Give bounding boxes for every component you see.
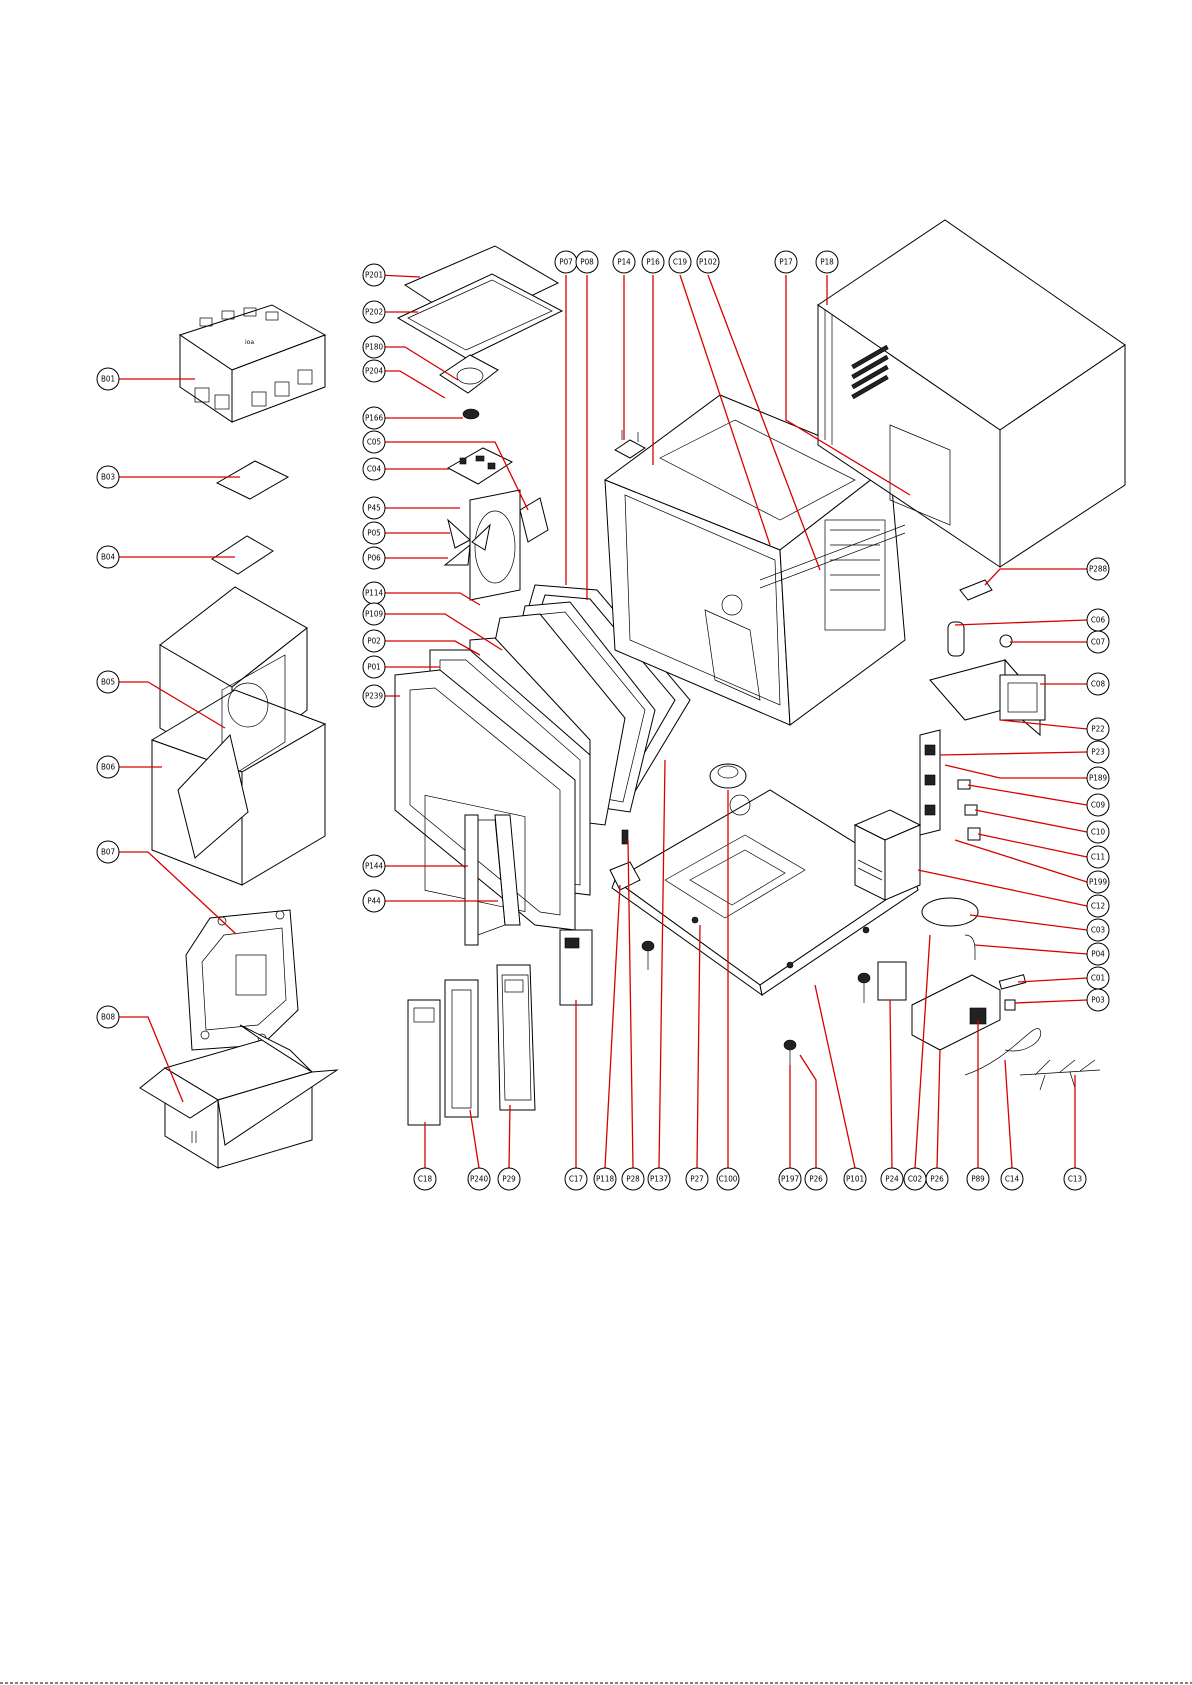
callout-label: P02 <box>367 637 381 646</box>
callout-label: P14 <box>617 258 631 267</box>
callout-label: P180 <box>365 343 383 352</box>
callout-label: P16 <box>646 258 660 267</box>
upper-parts-group <box>398 246 562 600</box>
callout-label: P28 <box>626 1175 640 1184</box>
callout-label: P202 <box>365 308 383 317</box>
callout-label: C04 <box>367 465 382 474</box>
callouts-left: B01 B03 B04 B05 B06 B07 B08 <box>97 368 119 1028</box>
callouts-column: P201 P202 P180 P204 P166 C05 C04 P45 P05… <box>363 264 385 912</box>
svg-text:ioa: ioa <box>245 339 254 346</box>
callout-label: P45 <box>367 504 381 513</box>
callout-label: B08 <box>101 1013 116 1022</box>
callout-label: P01 <box>367 663 381 672</box>
callout-label: P240 <box>470 1175 488 1184</box>
callout-label: P89 <box>971 1175 985 1184</box>
callouts-right: P288 C06 C07 C08 P22 P23 P189 C09 C10 C1… <box>1087 558 1109 1011</box>
callout-label: P27 <box>690 1175 704 1184</box>
callout-label: B01 <box>101 375 115 384</box>
turntable-motor-drawing <box>710 764 746 788</box>
callout-label: P144 <box>365 862 383 871</box>
callout-label: B03 <box>101 473 115 482</box>
callout-label: P18 <box>820 258 834 267</box>
callout-label: C17 <box>569 1175 583 1184</box>
callout-label: C19 <box>673 258 688 267</box>
callout-label: C03 <box>1091 926 1105 935</box>
foam-blocks-drawing <box>152 587 325 885</box>
callout-label: P109 <box>365 610 383 619</box>
callouts-top: P07 P08 P14 P16 C19 P102 P17 P18 <box>555 251 838 273</box>
manual-sheet-drawing <box>212 536 273 574</box>
callout-label: C100 <box>719 1175 738 1184</box>
callout-label: P03 <box>1091 996 1105 1005</box>
callout-label: C06 <box>1091 616 1106 625</box>
callout-label: P288 <box>1089 565 1107 574</box>
callout-label: P44 <box>367 897 381 906</box>
callout-label: P05 <box>367 529 381 538</box>
callout-label: P26 <box>930 1175 944 1184</box>
callout-label: B06 <box>101 763 116 772</box>
carton-box-drawing <box>140 1025 337 1168</box>
callout-label: C12 <box>1091 902 1105 911</box>
callout-label: P137 <box>650 1175 668 1184</box>
callout-label: P204 <box>365 367 383 376</box>
callout-label: C05 <box>367 438 381 447</box>
callout-label: P22 <box>1091 725 1105 734</box>
callout-label: P114 <box>365 589 383 598</box>
callout-label: P166 <box>365 414 383 423</box>
callout-label: P189 <box>1089 774 1107 783</box>
callout-label: P17 <box>779 258 793 267</box>
callout-label: P24 <box>885 1175 899 1184</box>
callout-label: C18 <box>418 1175 433 1184</box>
right-components-group <box>855 580 1100 1090</box>
callout-label: P197 <box>781 1175 799 1184</box>
callout-label: C01 <box>1091 974 1105 983</box>
callout-label: P07 <box>559 258 573 267</box>
callout-label: C09 <box>1091 801 1106 810</box>
foam-tray-top-drawing: ioa <box>180 305 325 422</box>
callout-label: P201 <box>365 271 383 280</box>
callout-label: P06 <box>367 554 381 563</box>
callouts-bottom: C18 P240 P29 C17 P118 P28 P137 P27 C100 … <box>414 1168 1086 1190</box>
callout-label: P08 <box>580 258 594 267</box>
packaging-group: ioa <box>140 305 337 1168</box>
callout-label: B04 <box>101 553 116 562</box>
callout-label: C02 <box>908 1175 922 1184</box>
callout-label: B05 <box>101 678 115 687</box>
callout-label: C08 <box>1091 680 1106 689</box>
callout-label: P199 <box>1089 878 1107 887</box>
callout-label: C14 <box>1005 1175 1020 1184</box>
callout-label: P239 <box>365 692 383 701</box>
callout-label: C13 <box>1068 1175 1082 1184</box>
callout-label: B07 <box>101 848 115 857</box>
callout-label: C10 <box>1091 828 1106 837</box>
callout-label: P101 <box>846 1175 864 1184</box>
callout-label: C07 <box>1091 638 1105 647</box>
plastic-bag-drawing <box>217 461 288 499</box>
callout-label: P26 <box>809 1175 823 1184</box>
callout-label: P23 <box>1091 748 1105 757</box>
callout-label: P04 <box>1091 950 1105 959</box>
callout-label: P102 <box>699 258 717 267</box>
callout-label: P118 <box>596 1175 614 1184</box>
foam-tray-bottom-drawing <box>186 910 298 1050</box>
callout-label: P29 <box>502 1175 516 1184</box>
callout-label: C11 <box>1091 853 1105 862</box>
